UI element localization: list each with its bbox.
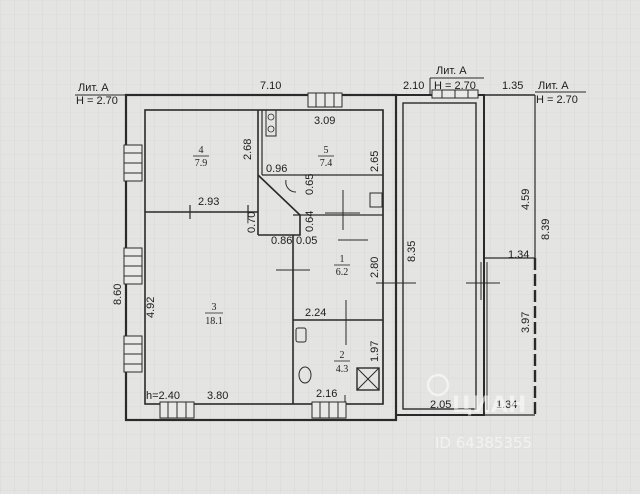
- walls: [124, 93, 537, 422]
- dim-top-right: 1.35: [502, 80, 523, 92]
- svg-text:1: 1: [340, 254, 345, 265]
- dim-room3-left: 4.92: [145, 297, 157, 318]
- svg-text:4: 4: [199, 145, 204, 156]
- svg-text:2: 2: [340, 350, 345, 361]
- litera-left-title: Лит. А: [78, 82, 109, 94]
- dim-room4-right: 2.68: [242, 139, 254, 160]
- room-1-label: 1 6.2: [334, 254, 350, 278]
- dim-right-a: 4.59: [520, 189, 532, 210]
- watermark-logo-icon: [426, 373, 450, 397]
- dim-corr-a: 0.96: [266, 163, 287, 175]
- dim-veranda-bottom: 2.05: [430, 399, 451, 411]
- dim-corr-e: 0.86: [271, 235, 292, 247]
- dim-corr-f: 0.05: [296, 235, 317, 247]
- litera-mid-height: Н = 2.70: [434, 80, 476, 92]
- svg-text:7.9: 7.9: [195, 158, 208, 169]
- svg-text:3: 3: [212, 302, 217, 313]
- dim-corr-d: 0.70: [246, 212, 258, 233]
- dim-top-mid: 2.10: [403, 80, 424, 92]
- svg-text:6.2: 6.2: [336, 267, 349, 278]
- dim-bottom-room2: 2.16: [316, 388, 337, 400]
- dim-room1-bottom: 2.24: [305, 307, 326, 319]
- dim-corr-b: 0.65: [304, 174, 316, 195]
- watermark: ЦИАН ID 64385355: [426, 373, 532, 452]
- corridor-wall: [257, 174, 301, 236]
- room-4-label: 4 7.9: [193, 145, 209, 169]
- litera-right-height: Н = 2.70: [536, 94, 578, 106]
- dim-room1-right: 2.80: [369, 257, 381, 278]
- watermark-id: ID 64385355: [435, 434, 532, 452]
- svg-text:4.3: 4.3: [336, 364, 349, 375]
- room-2-label: 2 4.3: [334, 350, 350, 375]
- room-3-label: 3 18.1: [205, 302, 223, 327]
- litera-left-height: Н = 2.70: [76, 95, 118, 107]
- dim-top-main: 7.10: [260, 80, 281, 92]
- leaders: [75, 77, 586, 96]
- dim-right-bottom: 1.34: [496, 399, 517, 411]
- dim-veranda-height: 8.35: [406, 241, 418, 262]
- svg-text:7.4: 7.4: [320, 158, 333, 169]
- dim-right-b: 8.39: [540, 219, 552, 240]
- room-5-label: 5 7.4: [318, 145, 334, 169]
- dim-right-d: 3.97: [520, 312, 532, 333]
- dim-bottom-room3: 3.80: [207, 390, 228, 402]
- dim-left-height: 8.60: [112, 284, 124, 305]
- dim-room5-top: 3.09: [314, 115, 335, 127]
- veranda-inner-wall: [402, 102, 477, 410]
- dim-bottom-left-h: h=2.40: [146, 390, 180, 402]
- litera-mid-title: Лит. А: [436, 65, 467, 77]
- litera-right-title: Лит. А: [538, 80, 569, 92]
- dim-room5-right: 2.65: [369, 151, 381, 172]
- dim-room4-bottom: 2.93: [198, 196, 219, 208]
- svg-text:5: 5: [324, 145, 329, 156]
- dim-right-c: 1.34: [508, 249, 529, 261]
- dim-corr-c: 0.64: [304, 211, 316, 232]
- dim-room2-right: 1.97: [369, 341, 381, 362]
- svg-text:18.1: 18.1: [205, 316, 223, 327]
- watermark-brand: ЦИАН: [452, 393, 526, 418]
- windows: [123, 89, 479, 419]
